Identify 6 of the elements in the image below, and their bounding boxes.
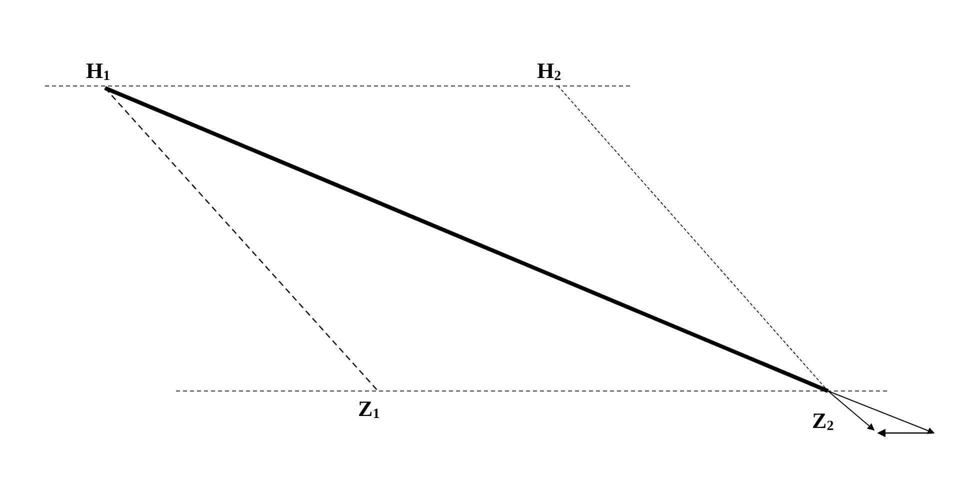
point-label: Z$_{1}$	[358, 398, 380, 424]
point-label: Z$_{2}$	[812, 410, 834, 436]
point-label: H$_{1}$	[86, 60, 110, 86]
point-label: H$_{2}$	[537, 60, 562, 86]
dashed-line	[104, 88, 378, 392]
line	[104, 86, 829, 393]
